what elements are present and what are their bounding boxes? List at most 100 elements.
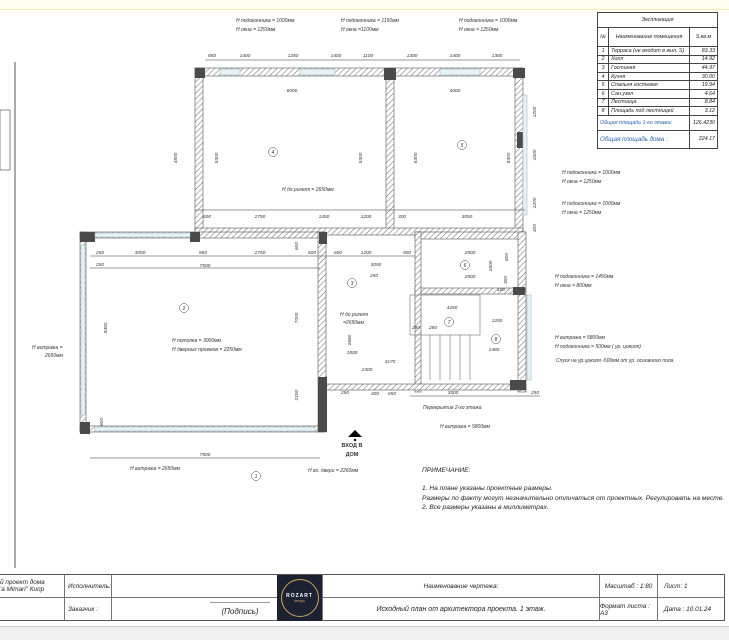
logo-subtext: design <box>294 599 305 603</box>
dimension-label: 1600 <box>532 149 538 160</box>
dimension-label: 1200 <box>532 197 538 208</box>
row-number: 6 <box>596 88 610 99</box>
frame-mark <box>0 109 11 171</box>
dimension-label: 1200 <box>532 106 538 117</box>
annotation-text: H окна = 1250мм <box>236 27 276 33</box>
drawing-name-label: Наименование чертежа: <box>322 575 600 598</box>
room-area: 19.94 <box>688 80 719 90</box>
explication-table: Экспликация № Наименование помещения S,к… <box>596 12 719 149</box>
dimension-label: 280 <box>411 325 420 331</box>
dimension-label: 4250 <box>447 305 458 311</box>
annotation-text: H окна = 800мм <box>555 283 592 289</box>
dimension-label: 650 <box>388 391 396 397</box>
room-area: 14.92 <box>688 54 719 65</box>
dimension-label: 900 <box>403 250 411 256</box>
stair <box>409 294 481 380</box>
dimension-label: 250 <box>95 262 104 268</box>
project-name-line2: 'a Mimari" Кипр <box>0 586 45 593</box>
room-number: 5 <box>461 143 464 149</box>
room-name: Лестница <box>608 97 690 108</box>
dimension-label: 9450 <box>103 322 109 333</box>
annotation-labels: H подоконника = 1000мм H окна = 1250мм H п… <box>32 18 674 474</box>
col-header-name: Наименование помещения <box>608 27 690 47</box>
room-marker-circle <box>460 260 470 270</box>
dimension-label: 3500 <box>448 390 459 396</box>
project-name-line1: й проект дома <box>0 579 45 586</box>
room-marker-circle <box>491 334 501 344</box>
dimension-label: 1450 <box>319 214 330 220</box>
room-area: 3.12 <box>688 106 719 116</box>
dimension-label: 300 <box>503 276 509 284</box>
title-block: й проект дома 'a Mimari" Кипр Исполнител… <box>0 574 725 621</box>
dimension-label: 600 <box>99 418 105 426</box>
dimension-label: 2750 <box>254 214 266 220</box>
annotation-text: H дверных проемов = 2250мм <box>172 347 242 353</box>
annotation-text: H до ригеля = 2650мм <box>282 187 334 193</box>
room-name: Гостиная <box>608 63 690 73</box>
room-area: 83.33 <box>688 46 719 56</box>
drawing-name: Исходный план от архитектора проекта. 1 … <box>322 598 600 621</box>
note-line: Размеры по факту могут незначительно отл… <box>422 495 725 502</box>
annotation-text: H подоконника = 1150мм <box>341 18 400 24</box>
dimension-label: 250 <box>95 250 104 256</box>
dimension-label: 2900 <box>464 274 476 280</box>
notes-title: ПРИМЕЧАНИЕ: <box>422 467 471 474</box>
dimension-label: 7000 <box>294 312 300 323</box>
note-line: 2. Все размеры указаны в миллиметрах. <box>422 504 549 511</box>
annotation-text: H витража = 5800мм <box>440 424 491 430</box>
dimension-label: 1600 <box>488 260 494 271</box>
note-line: 1. На плане указаны проектные размеры. <box>422 485 553 492</box>
annotation-text: H окна = 1250мм <box>562 210 602 216</box>
dimension-label: 2750 <box>254 250 266 256</box>
total-floor-label: Общая площадь 1-го этажа: <box>597 114 690 131</box>
dimension-label: 250 <box>369 273 378 279</box>
dimension-label: 1400 <box>331 53 342 59</box>
dimension-label: 1300 <box>492 53 503 59</box>
dimension-label: 6000 <box>287 88 298 94</box>
dimension-label: 3050 <box>371 262 382 268</box>
annotation-text: Перекрытие 2-го этажа <box>423 405 482 411</box>
dimension-label: 5300 <box>358 152 364 163</box>
dimension-label: 250 <box>340 390 349 396</box>
room-marker-circle <box>268 147 278 157</box>
dimension-label: 1100 <box>363 53 374 59</box>
annotation-text: H витража = <box>32 345 63 351</box>
sheet-number: Лист: 1 <box>658 575 725 598</box>
windows <box>80 68 532 432</box>
col-header-number: № <box>596 27 610 47</box>
dimension-label: 600 <box>308 250 316 256</box>
entrance-arrow-icon <box>348 430 362 442</box>
annotation-text: H окна = 1250мм <box>459 27 499 33</box>
notes-block: ПРИМЕЧАНИЕ: 1. На плане указаны проектны… <box>422 466 724 513</box>
room-name: Сан.узел <box>608 88 690 99</box>
annotation-text: H подоконника = 1000мм <box>562 170 621 176</box>
room-number: 4 <box>272 150 275 156</box>
dimension-label: 1400 <box>240 53 251 59</box>
dimension-label: 1300 <box>407 53 418 59</box>
room-number: 7 <box>448 320 451 326</box>
room-marker-circle <box>251 471 261 481</box>
row-number: 5 <box>596 80 610 90</box>
total-floor-value: 126.4230 <box>688 114 719 131</box>
annotation-text: H вх. двери = 2260мм <box>308 468 359 474</box>
annotation-text: H витража = 5800мм <box>555 335 606 341</box>
explication-title: Экспликация <box>597 12 718 28</box>
annotation-text: H подоконника = 500мм ( ур. цоколя) <box>555 344 641 350</box>
annotation-text: H подоконника = 1000мм <box>562 201 621 207</box>
room-name: Холл <box>608 54 690 65</box>
annotation-text: H подоконника = 1000мм <box>459 18 518 24</box>
dimension-label: 850 <box>208 53 216 59</box>
logo-text: ROZART <box>286 593 313 599</box>
dimension-label: 600 <box>294 242 300 250</box>
annotation-text: ДОМ <box>346 452 359 458</box>
dimension-label: 2300 <box>361 367 373 373</box>
executor-label: Исполнитель: <box>65 575 112 598</box>
walls <box>79 67 527 433</box>
annotation-text: H потолка = 3000мм <box>172 338 222 344</box>
